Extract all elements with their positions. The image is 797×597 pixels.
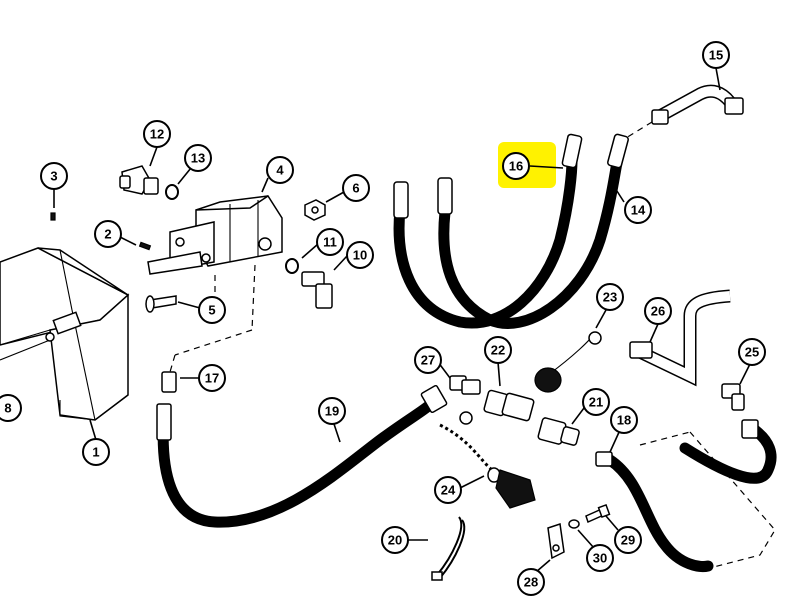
coupler-22 <box>483 389 535 422</box>
svg-text:2: 2 <box>104 227 111 242</box>
svg-text:8: 8 <box>4 401 11 416</box>
svg-text:23: 23 <box>603 290 617 305</box>
callout-2: 2 <box>94 220 122 248</box>
elbow-fitting-27 <box>449 375 481 395</box>
svg-text:18: 18 <box>617 413 631 428</box>
washer-30 <box>568 519 580 529</box>
hydraulic-pump <box>147 195 283 373</box>
callout-3: 3 <box>40 162 68 190</box>
callout-1: 1 <box>82 438 110 466</box>
svg-text:27: 27 <box>421 353 435 368</box>
callout-17: 17 <box>198 364 226 392</box>
dust-cap-24 <box>439 411 536 509</box>
svg-text:22: 22 <box>491 343 505 358</box>
svg-text:13: 13 <box>191 151 205 166</box>
callout-30: 30 <box>586 544 614 572</box>
dust-cap-23 <box>534 331 602 393</box>
callout-29: 29 <box>614 526 642 554</box>
svg-text:21: 21 <box>589 395 603 410</box>
svg-text:29: 29 <box>621 533 635 548</box>
nut-6 <box>304 199 326 221</box>
svg-text:4: 4 <box>276 163 284 178</box>
svg-text:30: 30 <box>593 551 607 566</box>
leader-lines <box>53 67 751 573</box>
svg-text:16: 16 <box>509 159 523 174</box>
callout-13: 13 <box>184 144 212 172</box>
svg-text:3: 3 <box>50 169 57 184</box>
elbow-fitting-10 <box>301 271 333 309</box>
callout-19: 19 <box>318 397 346 425</box>
callout-14: 14 <box>624 196 652 224</box>
callout-20: 20 <box>381 526 409 554</box>
callout-16: 16 <box>502 152 530 180</box>
callout-18: 18 <box>610 406 638 434</box>
svg-text:15: 15 <box>709 48 723 63</box>
shaft-key <box>138 241 152 251</box>
tie-strap-20 <box>431 516 466 581</box>
svg-text:25: 25 <box>745 345 759 360</box>
callout-5: 5 <box>198 296 226 324</box>
pin <box>50 212 56 221</box>
svg-text:5: 5 <box>208 303 215 318</box>
svg-text:20: 20 <box>388 533 402 548</box>
tube-26 <box>629 289 731 387</box>
callout-26: 26 <box>644 297 672 325</box>
callout-23: 23 <box>596 283 624 311</box>
screw-29 <box>585 503 611 524</box>
clip-28 <box>547 523 565 560</box>
fitting-17 <box>161 371 177 393</box>
svg-text:12: 12 <box>150 127 164 142</box>
svg-text:26: 26 <box>651 304 665 319</box>
hose-18 <box>595 419 777 572</box>
callout-27: 27 <box>414 346 442 374</box>
hose-pair-14-16 <box>393 133 629 329</box>
svg-text:19: 19 <box>325 404 339 419</box>
callout-10: 10 <box>346 241 374 269</box>
callout-28: 28 <box>517 568 545 596</box>
svg-text:11: 11 <box>323 235 337 250</box>
svg-text:17: 17 <box>205 371 219 386</box>
callout-4: 4 <box>266 156 294 184</box>
callout-8: 8 <box>0 394 22 422</box>
svg-text:10: 10 <box>353 248 367 263</box>
callout-21: 21 <box>582 388 610 416</box>
elbow-fitting-12 <box>119 165 159 195</box>
callout-15: 15 <box>702 41 730 69</box>
svg-text:14: 14 <box>631 203 646 218</box>
o-ring-11 <box>285 258 299 274</box>
coupler-21 <box>537 417 580 446</box>
svg-text:24: 24 <box>441 483 456 498</box>
fitting-25 <box>721 383 745 411</box>
callout-6: 6 <box>342 174 370 202</box>
callout-22: 22 <box>484 336 512 364</box>
bolt-5 <box>145 295 177 313</box>
svg-text:6: 6 <box>352 181 359 196</box>
svg-text:1: 1 <box>92 445 99 460</box>
callout-12: 12 <box>143 120 171 148</box>
hose-19 <box>156 384 448 528</box>
callout-25: 25 <box>738 338 766 366</box>
callout-11: 11 <box>316 228 344 256</box>
tube-15 <box>625 84 744 139</box>
callout-24: 24 <box>434 476 462 504</box>
hopper-bracket <box>0 247 130 421</box>
svg-text:28: 28 <box>524 575 538 590</box>
o-ring-13 <box>165 184 179 200</box>
